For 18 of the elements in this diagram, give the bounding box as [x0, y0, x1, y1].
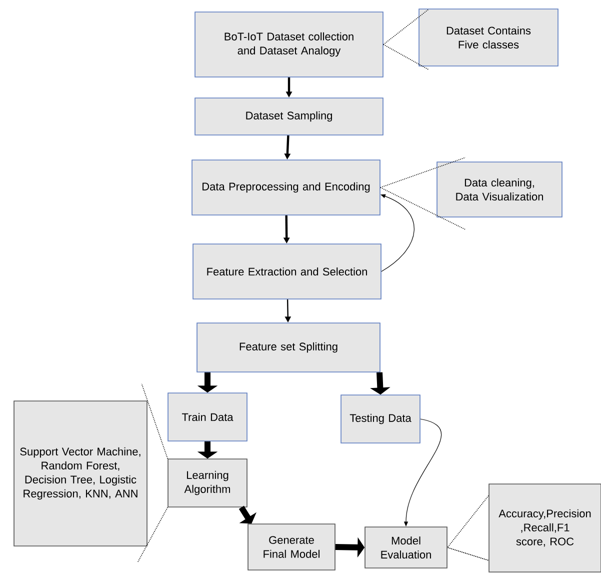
process-box: Model Evaluation [364, 526, 448, 568]
leader-line [380, 157, 466, 230]
callout-box: Dataset Contains Five classes [418, 8, 558, 66]
process-box: Generate Final Model [248, 524, 336, 570]
process-box: Feature set Splitting [196, 322, 380, 372]
process-box: Feature Extraction and Selection [192, 244, 382, 300]
process-box: Learning Algorithm [168, 458, 248, 508]
process-box: Data Preprocessing and Encoding [192, 160, 380, 216]
process-box: BoT-IoT Dataset collection and Dataset Analogy [194, 12, 384, 78]
process-box: Testing Data [340, 394, 420, 444]
process-box: Dataset Sampling [194, 98, 384, 136]
callout-box: Support Vector Machine, Random Forest, Decision Tree, Logistic Regression, KNN, ANN [14, 400, 148, 546]
callout-box: Accuracy,Precision ,Recall,F1 score, ROC [488, 484, 601, 572]
leader-line [383, 9, 429, 70]
arrow [238, 506, 256, 524]
process-box: Train Data [168, 392, 248, 442]
leader-line [137, 383, 168, 563]
callout-box: Data cleaning, Data Visualization [436, 162, 562, 218]
